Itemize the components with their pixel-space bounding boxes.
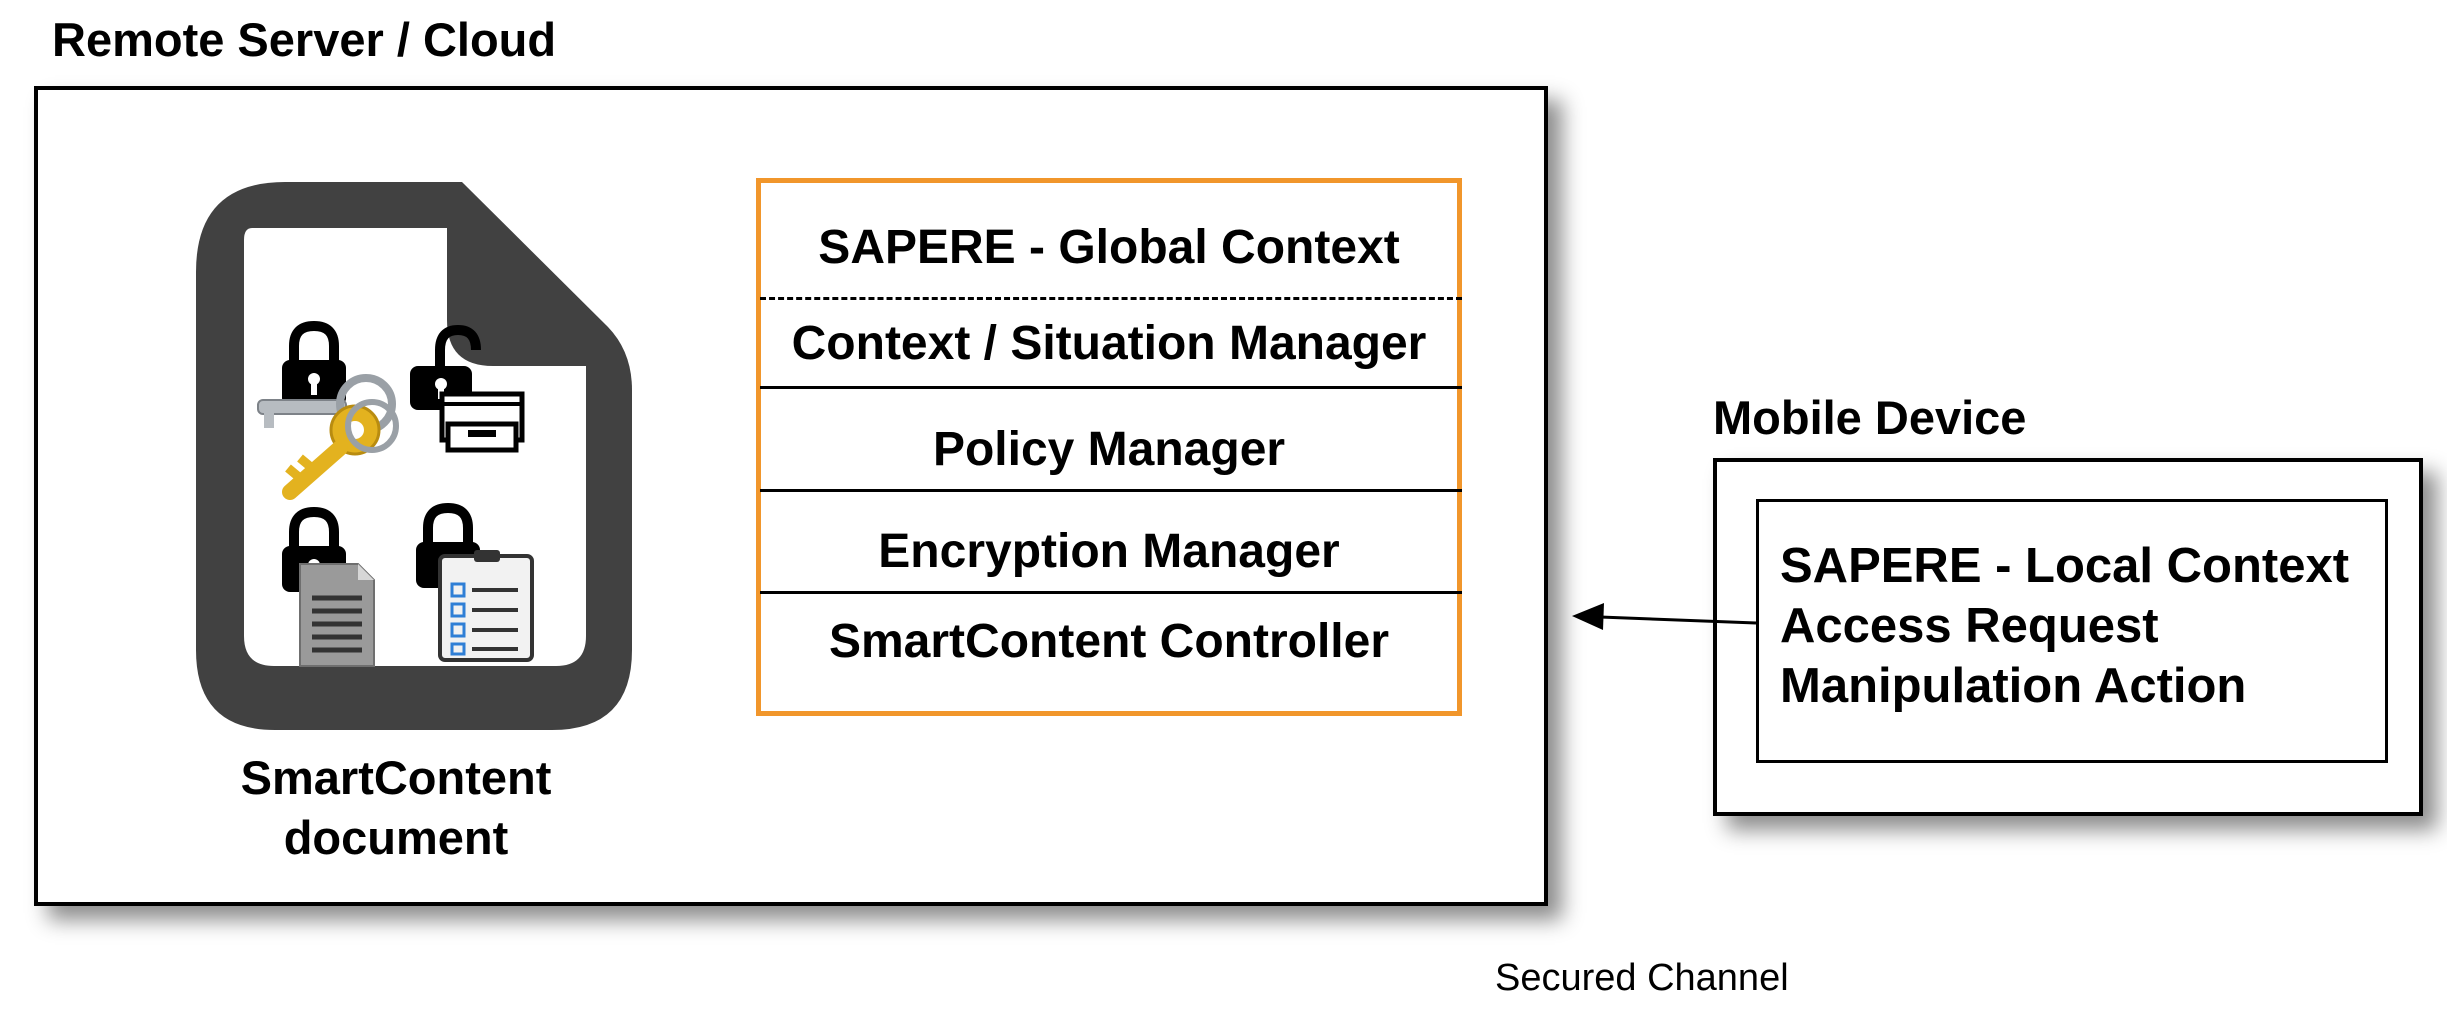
layer-smartcontent-controller: SmartContent Controller <box>828 615 1389 668</box>
mobile-line-local-context: SAPERE - Local Context <box>1780 539 2350 593</box>
mobile-line-access-request: Access Request <box>1780 599 2159 653</box>
keys-icon <box>257 374 399 500</box>
layer-divider <box>760 591 1462 594</box>
checklist-icon <box>438 550 534 662</box>
document-icon <box>196 182 632 730</box>
layer-encryption-manager: Encryption Manager <box>878 525 1340 578</box>
layer-situation-manager: Context / Situation Manager <box>791 317 1427 370</box>
layer-divider <box>760 489 1462 492</box>
document-caption: SmartContent document <box>240 751 552 864</box>
layer-divider <box>760 386 1462 389</box>
mobile-content-box <box>1756 499 2388 763</box>
secured-channel-label: Secured Channel <box>1495 957 1789 999</box>
remote-server-title: Remote Server / Cloud <box>52 13 557 66</box>
inbox-tray-icon <box>439 391 525 453</box>
layer-divider-dashed <box>760 297 1462 300</box>
layer-global-context: SAPERE - Global Context <box>818 221 1400 274</box>
request-arrow <box>1572 603 1757 630</box>
text-file-icon <box>299 563 375 667</box>
mobile-line-manipulation-action: Manipulation Action <box>1780 659 2247 713</box>
padlock-icon <box>282 320 346 406</box>
mobile-device-title: Mobile Device <box>1713 391 2027 444</box>
layer-policy-manager: Policy Manager <box>932 423 1286 476</box>
component-stack <box>756 178 1462 716</box>
